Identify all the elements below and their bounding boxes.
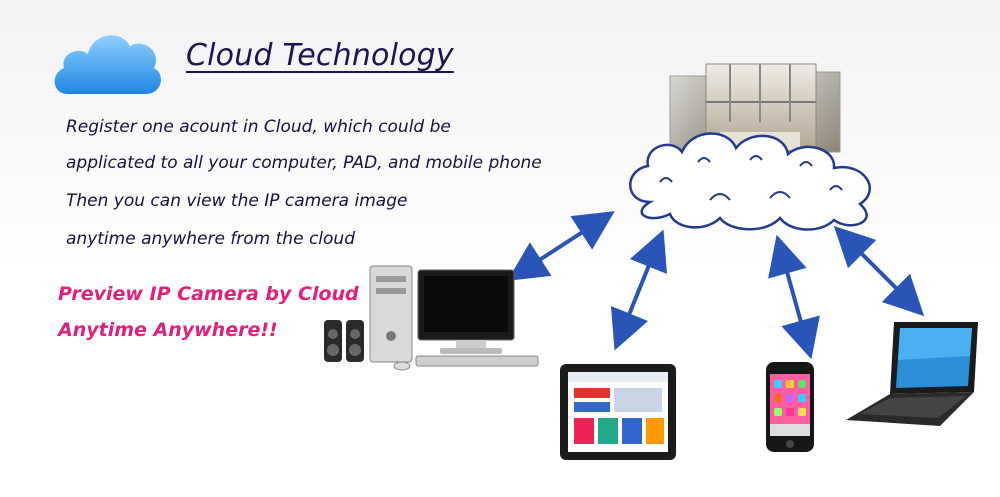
arrow-laptop	[833, 225, 925, 317]
arrow-tablet	[610, 229, 668, 351]
laptop-icon	[846, 322, 978, 426]
arrow-phone	[768, 234, 820, 360]
description-line-4: anytime anywhere from the cloud	[66, 229, 355, 249]
description-line-2: applicated to all your computer, PAD, an…	[66, 153, 542, 173]
tablet-icon	[560, 364, 676, 460]
arrow-desktop	[507, 211, 615, 281]
page-title: Cloud Technology	[186, 38, 454, 73]
promo-line-2: Anytime Anywhere!!	[58, 319, 278, 341]
cloud-logo-icon	[54, 35, 161, 94]
promo-line-1: Preview IP Camera by Cloud	[58, 283, 359, 305]
description-line-1: Register one acount in Cloud, which coul…	[66, 117, 451, 137]
desktop-computer-icon	[324, 265, 539, 371]
description-line-3: Then you can view the IP camera image	[66, 191, 408, 211]
smartphone-icon	[766, 362, 814, 452]
cloud-server-icon	[629, 63, 871, 231]
